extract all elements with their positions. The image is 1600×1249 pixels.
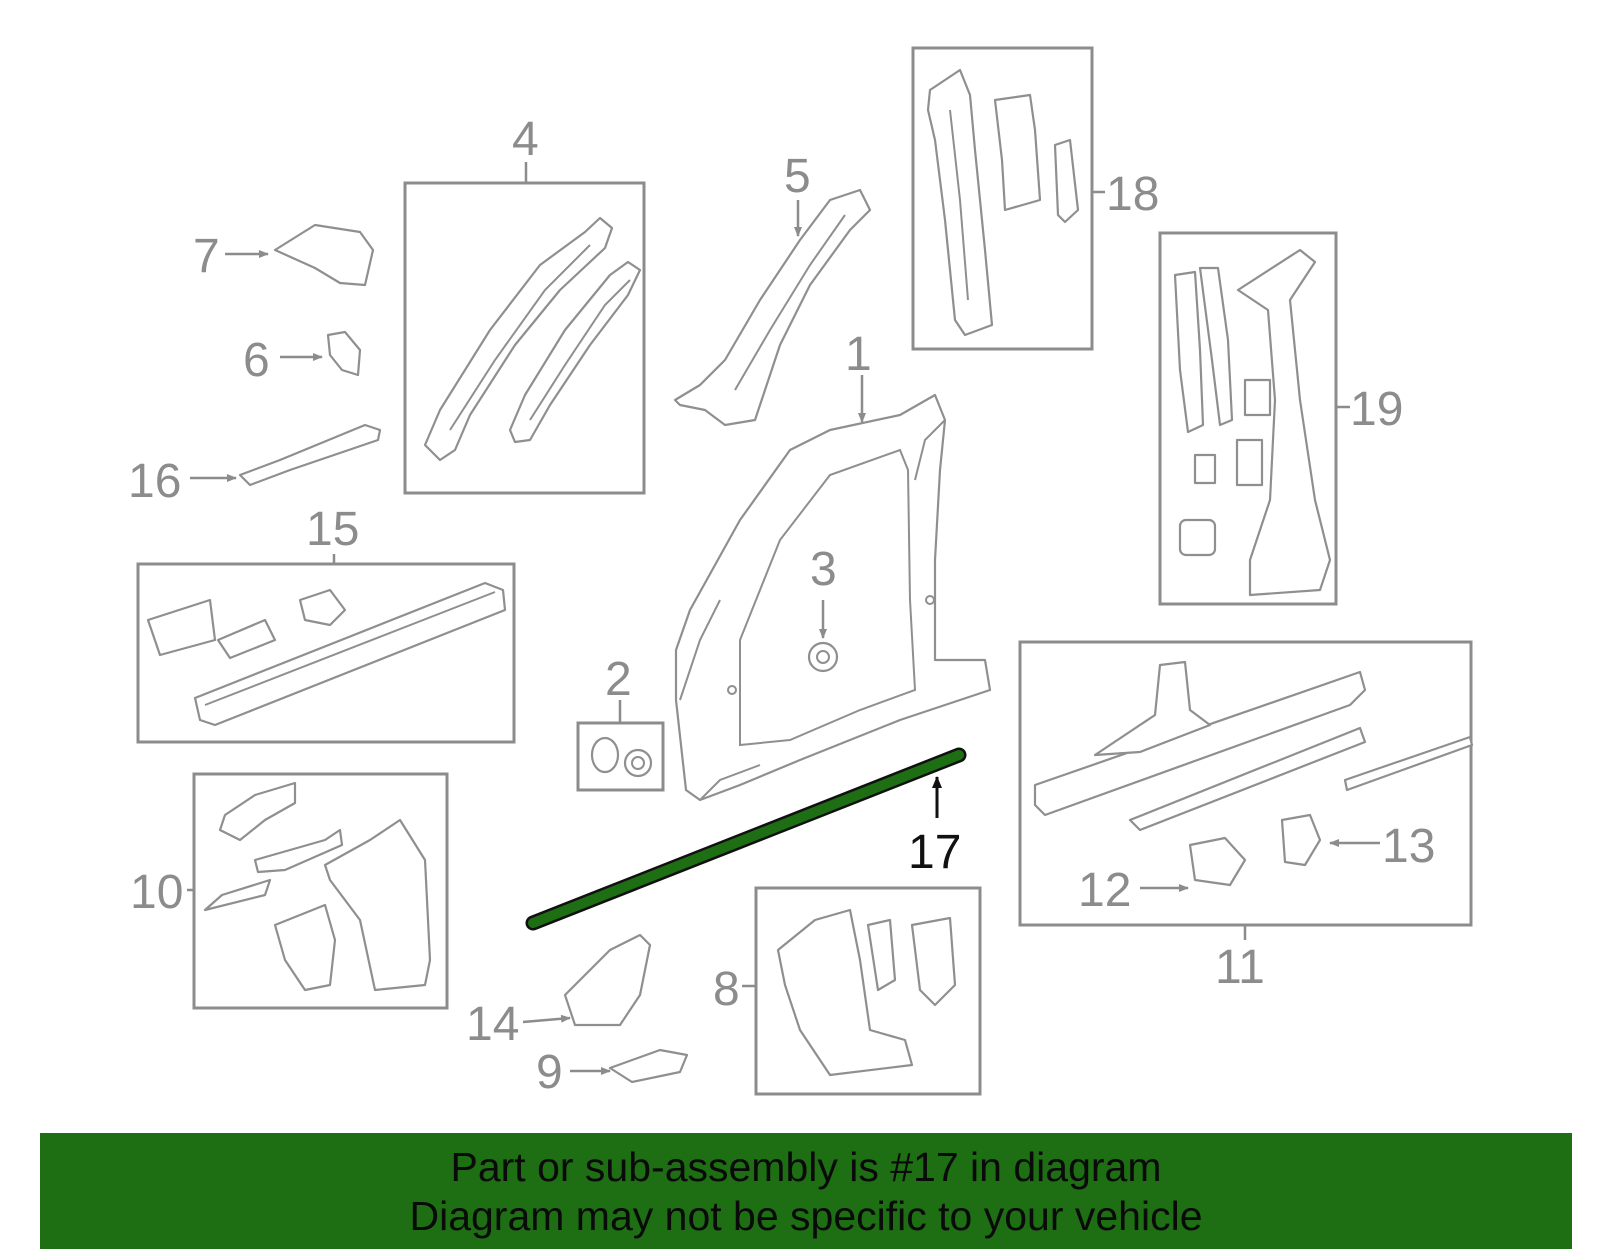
part-16-rail	[238, 423, 382, 487]
part-19-group	[1173, 248, 1332, 597]
callout-2: 2	[605, 653, 632, 706]
part-1-body-side-frame	[674, 393, 992, 802]
callout-1: 1	[845, 328, 872, 381]
part-5-pillar	[673, 188, 872, 427]
part-9-plate	[608, 1048, 689, 1084]
banner-line-disclaimer: Diagram may not be specific to your vehi…	[409, 1193, 1203, 1239]
callout-9: 9	[536, 1046, 563, 1099]
part-3-grommet	[807, 641, 839, 673]
callout-16: 16	[128, 455, 181, 508]
part-17-fill	[528, 750, 964, 928]
callout-13: 13	[1382, 820, 1435, 873]
callout-3: 3	[810, 543, 837, 596]
part-15-group	[146, 581, 507, 727]
callout-7: 7	[193, 230, 220, 283]
part-17-rocker-molding	[525, 747, 967, 931]
callout-4: 4	[512, 113, 539, 166]
info-banner: Part or sub-assembly is #17 in diagram D…	[40, 1133, 1572, 1249]
callout-11: 11	[1215, 941, 1265, 994]
group-box-18	[911, 46, 1094, 351]
callout-18: 18	[1106, 168, 1159, 221]
callout-14: 14	[466, 998, 519, 1051]
callout-19: 19	[1350, 383, 1403, 436]
group-box-19	[1158, 231, 1338, 606]
part-4-pillar-reinforcement	[423, 216, 642, 462]
parts-diagram: 1 2 3 4 5 6 7 8 9 10 11 12 13 14 15 16 1…	[128, 46, 1474, 1099]
part-6-bracket	[326, 330, 362, 377]
banner-line-part-info: Part or sub-assembly is #17 in diagram	[450, 1144, 1162, 1190]
part-14-bracket	[563, 933, 652, 1027]
leader-14	[522, 1014, 571, 1024]
callout-12: 12	[1078, 864, 1131, 917]
part-7-bracket	[273, 223, 375, 287]
callout-6: 6	[243, 334, 270, 387]
callout-17: 17	[908, 826, 961, 879]
part-2-plugs	[590, 736, 653, 778]
callout-10: 10	[130, 866, 183, 919]
callout-15: 15	[306, 503, 359, 556]
callout-5: 5	[784, 150, 811, 203]
group-box-4	[403, 181, 646, 495]
callout-8: 8	[713, 963, 740, 1016]
group-box-15	[136, 562, 516, 744]
part-8-group	[776, 908, 957, 1077]
part-10-group	[203, 781, 432, 992]
part-18-group	[926, 68, 1080, 337]
part-11-group	[1033, 660, 1474, 887]
group-box-8	[754, 886, 982, 1096]
